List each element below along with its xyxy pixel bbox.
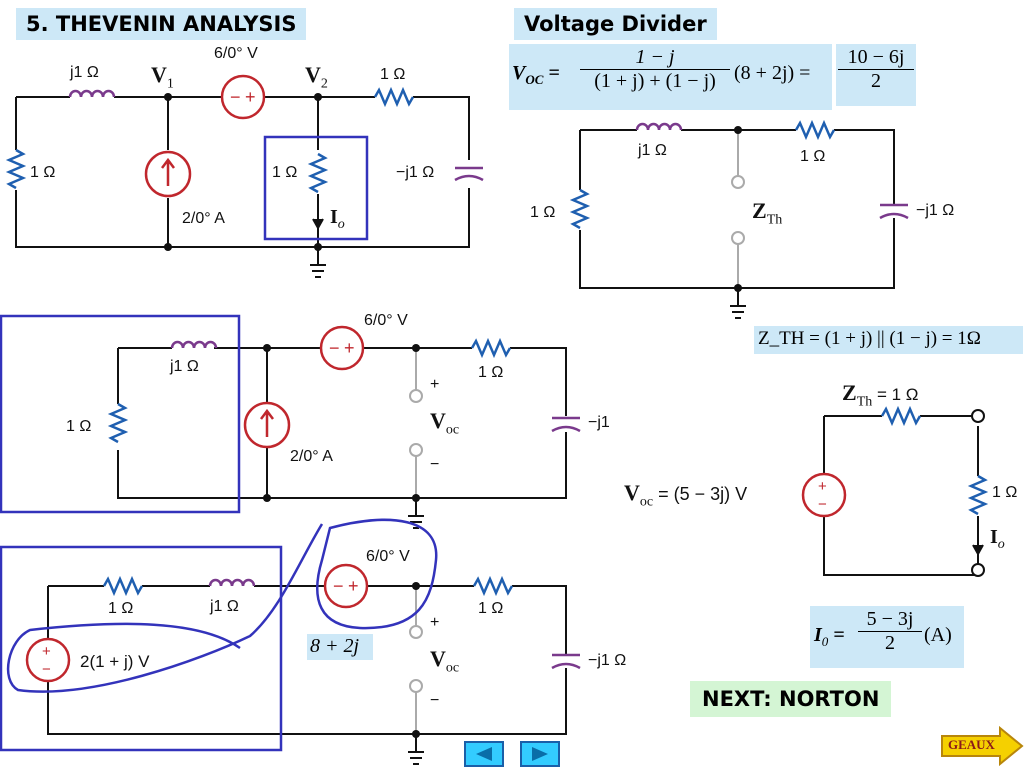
c2-cap-label: −j1 Ω bbox=[916, 202, 955, 219]
resistor-mid-c1 bbox=[309, 152, 327, 194]
c3-cap-label: −j1 bbox=[588, 414, 610, 431]
zth-equation-bg bbox=[754, 326, 1023, 354]
svg-text:+: + bbox=[818, 478, 827, 495]
svg-text:−: − bbox=[333, 576, 344, 596]
c5-io-label: Io bbox=[990, 526, 1005, 552]
svg-text:+: + bbox=[348, 576, 359, 596]
c1-io-label: Io bbox=[330, 206, 345, 232]
label-8-2j: 8 + 2j bbox=[310, 635, 360, 657]
prev-slide-button[interactable] bbox=[464, 741, 504, 767]
c1-source-i-label: 2/0° A bbox=[182, 210, 225, 227]
c4-inductor-label: j1 Ω bbox=[210, 598, 239, 615]
voc-fraction: 1 − j(1 + j) + (1 − j) bbox=[580, 46, 730, 93]
c3-r-top-label: 1 Ω bbox=[478, 364, 504, 381]
c3-source-i-label: 2/0° A bbox=[290, 448, 333, 465]
c1-r-top-label: 1 Ω bbox=[380, 66, 406, 83]
arrow-right-icon bbox=[532, 747, 548, 761]
c3-source-v-label: 6/0° V bbox=[364, 312, 408, 329]
highlight-box-c4 bbox=[0, 545, 283, 752]
voc-factor: (8 + 2j) = bbox=[734, 62, 811, 84]
c4-r1-label: 1 Ω bbox=[108, 600, 134, 617]
svg-text:+: + bbox=[42, 643, 51, 660]
c1-inductor-label: j1 Ω bbox=[70, 64, 99, 81]
svg-text:−: − bbox=[230, 87, 241, 107]
svg-text:−: − bbox=[818, 496, 827, 513]
svg-text:+: + bbox=[245, 87, 256, 107]
voltage-divider-label: Voltage Divider bbox=[514, 8, 717, 40]
handwritten-circle-right bbox=[316, 518, 438, 630]
c3-voc-label: Voc bbox=[430, 408, 460, 438]
voc-result-bg bbox=[836, 44, 916, 106]
svg-text:+: + bbox=[344, 338, 355, 358]
c3-r-left-label: 1 Ω bbox=[66, 418, 92, 435]
c4-minus: − bbox=[430, 692, 440, 709]
c3-minus: − bbox=[430, 456, 440, 473]
c4-source-v-label: 6/0° V bbox=[366, 548, 410, 565]
c2-zth-label: ZTh bbox=[752, 198, 783, 228]
c1-node-v1: V1 bbox=[151, 62, 174, 92]
handwritten-circle-left bbox=[6, 523, 324, 693]
geaux-button[interactable]: GEAUX bbox=[940, 725, 1024, 771]
c5-voc-label: Voc = (5 − 3j) V bbox=[624, 480, 748, 510]
geaux-arrow-icon bbox=[941, 725, 1024, 767]
voltage-source-c1: −+ bbox=[220, 74, 266, 120]
capacitor-c1 bbox=[454, 166, 484, 182]
highlight-box-c1 bbox=[263, 135, 369, 241]
i0-lhs: I0 = bbox=[814, 624, 845, 649]
i0-unit: (A) bbox=[924, 624, 952, 646]
c1-r-left-label: 1 Ω bbox=[30, 164, 56, 181]
resistor-left-c1 bbox=[7, 148, 25, 190]
inductor-j1-c1 bbox=[68, 89, 116, 99]
circuit-original bbox=[15, 96, 470, 278]
resistor-top-c1 bbox=[373, 88, 415, 106]
c5-r-label: 1 Ω bbox=[992, 484, 1018, 501]
current-source-c1 bbox=[144, 150, 192, 198]
geaux-label: GEAUX bbox=[948, 737, 995, 752]
next-norton-label: NEXT: NORTON bbox=[690, 681, 892, 717]
i0-equation-bg bbox=[810, 606, 964, 668]
c2-r-left-label: 1 Ω bbox=[530, 204, 556, 221]
voc-lhs: VOC = bbox=[512, 62, 560, 87]
c5-zth-label: ZTh = 1 Ω bbox=[842, 380, 919, 410]
c2-inductor-label: j1 Ω bbox=[638, 142, 667, 159]
slide-title: 5. THEVENIN ANALYSIS bbox=[16, 8, 307, 40]
circuit-thevenin-equivalent bbox=[823, 415, 979, 576]
c4-cap-label: −j1 Ω bbox=[588, 652, 627, 669]
svg-text:−: − bbox=[329, 338, 340, 358]
c1-cap-label: −j1 Ω bbox=[396, 164, 435, 181]
c1-source-v-label: 6/0° V bbox=[214, 45, 258, 62]
c4-plus: + bbox=[430, 614, 440, 631]
voc-equation-bg bbox=[509, 44, 832, 110]
svg-text:−: − bbox=[42, 661, 51, 678]
c1-r-mid-label: 1 Ω bbox=[272, 164, 298, 181]
c3-plus: + bbox=[430, 376, 440, 393]
label-8-2j-bg bbox=[307, 634, 373, 660]
zth-equation: Z_TH = (1 + j) || (1 − j) = 1Ω bbox=[758, 328, 981, 349]
next-slide-button[interactable] bbox=[520, 741, 560, 767]
c4-voc-label: Voc bbox=[430, 646, 460, 676]
arrow-left-icon bbox=[476, 747, 492, 761]
highlight-box-c3 bbox=[0, 314, 241, 514]
c4-r-top-label: 1 Ω bbox=[478, 600, 504, 617]
c3-inductor-label: j1 Ω bbox=[170, 358, 199, 375]
c2-r-top-label: 1 Ω bbox=[800, 148, 826, 165]
c1-node-v2: V2 bbox=[305, 62, 328, 92]
c4-source-left-label: 2(1 + j) V bbox=[80, 652, 150, 671]
